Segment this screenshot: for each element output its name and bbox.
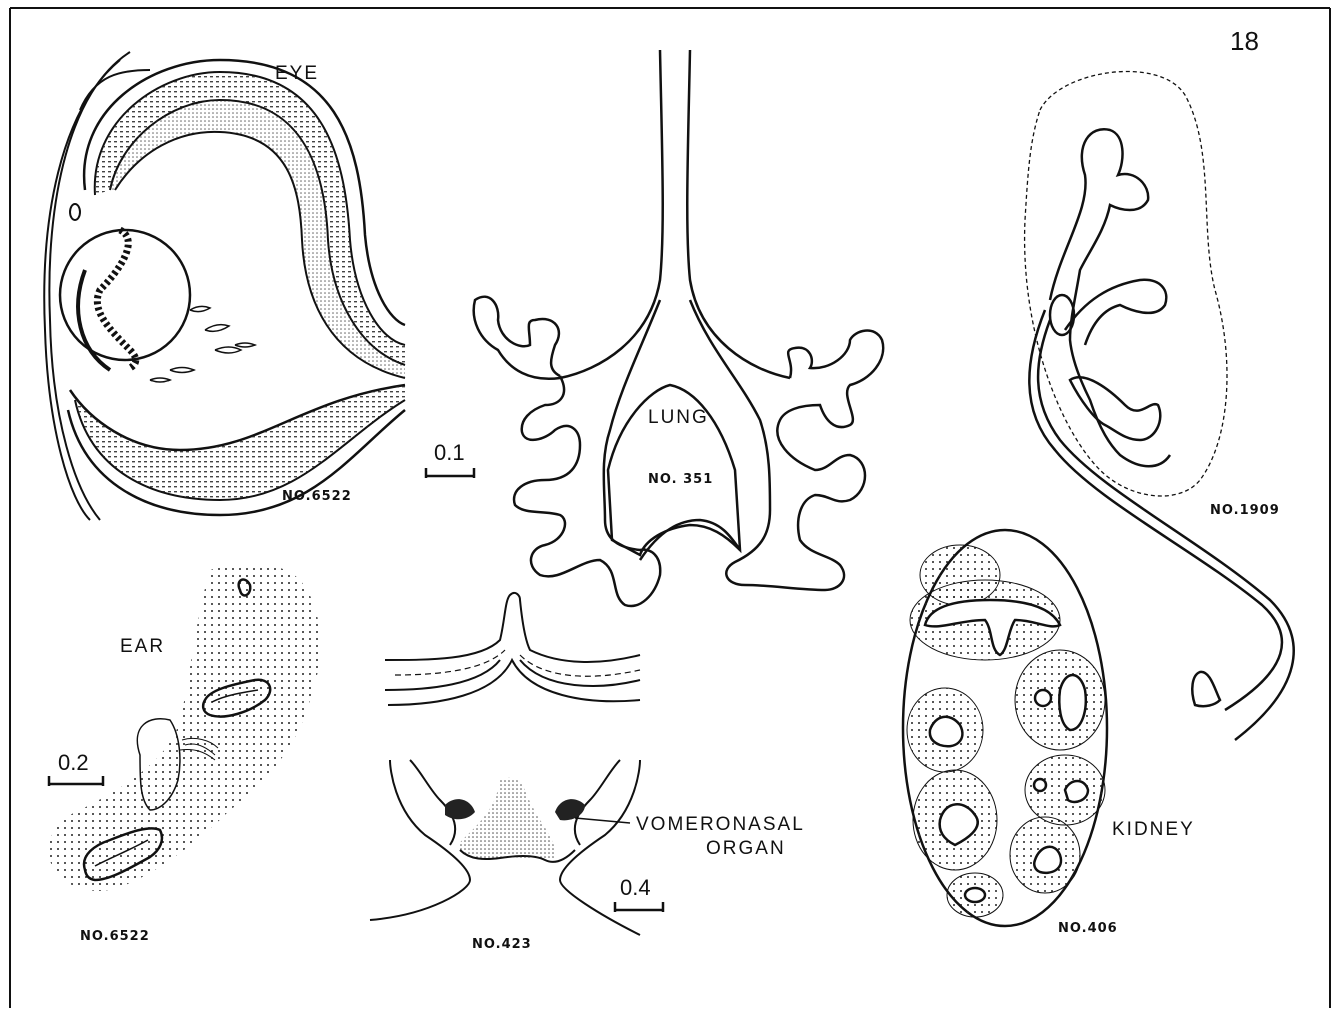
vomeronasal-label-line2: ORGAN bbox=[706, 839, 786, 858]
eye-label: EYE bbox=[275, 64, 319, 83]
lung-drawing bbox=[474, 50, 883, 606]
eye-lens-cells bbox=[97, 230, 135, 368]
ear-specimen-number: NO.6522 bbox=[80, 930, 150, 943]
eye-specimen-number: NO.6522 bbox=[282, 490, 352, 503]
kidney-specimen-number: NO.406 bbox=[1058, 922, 1118, 935]
vomeronasal-drawing bbox=[370, 593, 640, 935]
lung-specimen-number: NO. 351 bbox=[648, 473, 713, 486]
upper-right-drawing bbox=[1029, 129, 1293, 740]
vomeronasal-specimen-number: NO.423 bbox=[472, 938, 532, 951]
lung-label: LUNG bbox=[648, 408, 709, 427]
ear-scale-label: 0.2 bbox=[58, 752, 89, 774]
vomeronasal-scale-label: 0.4 bbox=[620, 877, 651, 899]
vomeronasal-organ-right bbox=[555, 799, 585, 820]
vomeronasal-label-line1: VOMERONASAL bbox=[636, 815, 805, 834]
lung-scale-label: 0.1 bbox=[434, 442, 465, 464]
page-number: 18 bbox=[1230, 28, 1259, 54]
vomeronasal-pointer bbox=[575, 818, 630, 823]
eye-retina-lower-layer bbox=[70, 385, 405, 500]
vomeronasal-septum bbox=[458, 778, 556, 861]
ear-label: EAR bbox=[120, 637, 165, 656]
ear-mesenchyme bbox=[49, 563, 320, 891]
upper-right-specimen-number: NO.1909 bbox=[1210, 504, 1280, 517]
vomeronasal-organ-left bbox=[445, 799, 475, 819]
kidney-label: KIDNEY bbox=[1112, 820, 1195, 839]
